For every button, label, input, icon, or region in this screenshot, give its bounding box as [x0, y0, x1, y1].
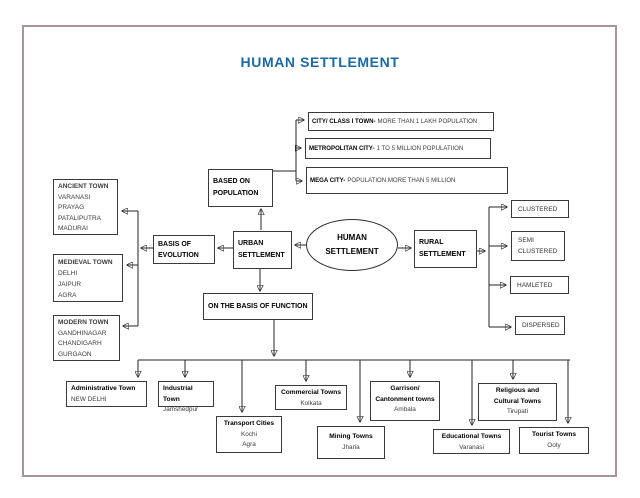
town-type: Administrative Town: [71, 385, 136, 392]
node-basis-of-evolution: BASIS OF EVOLUTION: [153, 235, 215, 264]
class-label: METROPOLITAN CITY-: [309, 145, 375, 152]
node-label: HAMLETED: [517, 281, 553, 289]
node-label: CLUSTERED: [518, 205, 558, 213]
node-garrison-cantonment-towns: Garrison/ Cantonment towns Ambala: [370, 381, 440, 421]
city-item: GANDHINAGAR: [58, 329, 107, 337]
node-industrial-town: Industrial Town Jamshedpur: [158, 381, 214, 413]
town-example: Kolkata: [300, 399, 322, 407]
node-label: SEMI CLUSTERED: [518, 237, 558, 255]
city-item: MADURAI: [58, 225, 88, 233]
node-label: BASIS OF EVOLUTION: [158, 240, 199, 259]
population-class-text: MEGA CITY- POPULATION MORE THAN 5 MILLIO…: [307, 168, 507, 193]
node-mining-towns: Mining Towns Jharia: [317, 426, 385, 459]
node-label: RURAL SETTLEMENT: [419, 239, 466, 258]
population-class-text: METROPOLITAN CITY- 1 TO 5 MILLION POPULA…: [306, 139, 490, 158]
node-medieval-town: MEDIEVAL TOWN DELHI JAIPUR AGRA: [53, 254, 123, 302]
class-desc: MORE THAN 1 LAKH POPULATION: [377, 118, 478, 125]
city-item: VARANASI: [58, 193, 91, 201]
town-example: Ambala: [394, 406, 416, 413]
city-item: CHANDIGARH: [58, 340, 102, 348]
town-type: Garrison/ Cantonment towns: [375, 385, 435, 403]
city-item: GURGAON: [58, 350, 92, 358]
town-example: Varanasi: [459, 443, 484, 451]
node-tourist-towns: Tourist Towns Ooty: [519, 427, 589, 454]
node-modern-town: MODERN TOWN GANDHINAGAR CHANDIGARH GURGA…: [53, 315, 120, 361]
town-type: Transport Cities: [223, 420, 275, 427]
node-city-class-1: CITY/ CLASS I TOWN- MORE THAN 1 LAKH POP…: [308, 112, 494, 131]
node-title: ANCIENT TOWN: [58, 183, 109, 190]
class-label: CITY/ CLASS I TOWN-: [312, 118, 376, 125]
node-title: MEDIEVAL TOWN: [58, 259, 113, 266]
node-on-basis-of-function: ON THE BASIS OF FUNCTION: [203, 293, 313, 320]
town-type: Educational Towns: [441, 433, 502, 440]
node-urban-settlement: URBAN SETTLEMENT: [233, 231, 292, 269]
town-example: Ooty: [547, 441, 561, 449]
town-type: Industrial Town: [163, 385, 193, 403]
node-metropolitan-city: METROPOLITAN CITY- 1 TO 5 MILLION POPULA…: [305, 138, 491, 159]
city-item: DELHI: [58, 270, 78, 277]
node-label: URBAN SETTLEMENT: [238, 240, 285, 259]
node-human-settlement: HUMAN SETTLEMENT: [306, 219, 398, 271]
node-label: HUMAN SETTLEMENT: [325, 233, 379, 256]
town-type: Commercial Towns: [281, 389, 341, 396]
class-label: MEGA CITY-: [310, 177, 346, 184]
town-type: Mining Towns: [329, 433, 373, 440]
node-rural-settlement: RURAL SETTLEMENT: [414, 230, 477, 268]
town-example: Jamshedpur: [163, 406, 199, 413]
node-religious-cultural-towns: Religious and Cultural Towns Tirupati: [478, 383, 557, 421]
node-hamleted: HAMLETED: [510, 276, 569, 294]
town-example: Agra: [242, 441, 256, 448]
class-desc: 1 TO 5 MILLION POPULATIION: [376, 145, 464, 152]
city-item: PATALIPUTRA: [58, 214, 101, 222]
node-label: ON THE BASIS OF FUNCTION: [208, 303, 308, 310]
diagram-title: HUMAN SETTLEMENT: [240, 54, 400, 70]
population-class-text: CITY/ CLASS I TOWN- MORE THAN 1 LAKH POP…: [309, 113, 493, 130]
city-item: PRAYAG: [58, 204, 85, 212]
town-example: Kochi: [241, 430, 257, 438]
node-mega-city: MEGA CITY- POPULATION MORE THAN 5 MILLIO…: [306, 167, 508, 194]
town-example: Jharia: [342, 443, 360, 451]
town-example: Tirupati: [506, 408, 529, 415]
city-item: AGRA: [58, 292, 77, 299]
node-semi-clustered: SEMI CLUSTERED: [511, 231, 565, 261]
node-label: DISPERSED: [522, 322, 560, 329]
town-type: Tourist Towns: [531, 431, 577, 438]
node-transport-cities: Transport Cities Kochi Agra: [216, 416, 282, 453]
town-type: Religious and Cultural Towns: [493, 387, 542, 405]
node-dispersed: DISPERSED: [515, 316, 565, 335]
town-example: NEW DELHI: [71, 395, 107, 403]
node-label: BASED ON POPULATION: [213, 178, 259, 197]
node-administrative-town: Administrative Town NEW DELHI: [66, 381, 147, 407]
node-commercial-towns: Commercial Towns Kolkata: [275, 385, 347, 410]
city-item: JAIPUR: [58, 281, 82, 288]
node-title: MODERN TOWN: [58, 319, 109, 326]
node-ancient-town: ANCIENT TOWN VARANASI PRAYAG PATALIPUTRA…: [53, 179, 118, 235]
node-clustered: CLUSTERED: [511, 200, 569, 218]
class-desc: POPULATION MORE THAN 5 MILLION: [347, 177, 456, 184]
node-educational-towns: Educational Towns Varanasi: [433, 429, 510, 454]
node-based-on-population: BASED ON POPULATION: [208, 169, 273, 207]
